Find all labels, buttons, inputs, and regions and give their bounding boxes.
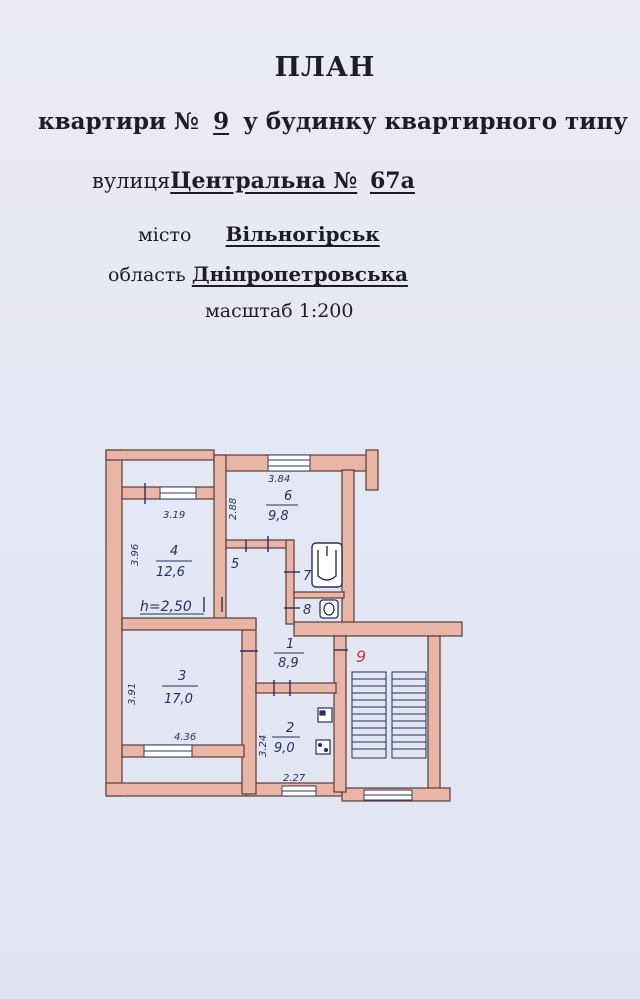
- room-8-number: 8: [303, 603, 311, 618]
- room-3-number: 3: [178, 669, 186, 684]
- room-6-number: 6: [284, 489, 292, 504]
- room3-depth-dim: 3.91: [127, 683, 138, 705]
- apartment-number: 9: [213, 108, 230, 135]
- apartment-prefix: квартири №: [38, 108, 200, 135]
- room-2-number: 2: [286, 721, 294, 736]
- room3-width-dim: 4.36: [174, 732, 196, 743]
- document-title: ПЛАН: [274, 52, 376, 83]
- city-name: Вільногірськ: [225, 222, 380, 246]
- ceiling-height-label: h=2,50: [140, 599, 192, 615]
- room-4-number: 4: [170, 544, 178, 559]
- toilet-icon: [319, 599, 339, 619]
- room-1-number: 1: [286, 637, 294, 652]
- city-line: місто Вільногірськ: [138, 222, 380, 246]
- room-1-area: 8,9: [278, 656, 299, 671]
- region-label: область: [108, 264, 186, 286]
- dimension-labels: 3.84 2.88 3.19 3.96 4.36 3.91 2.27 3.24: [127, 474, 306, 784]
- room6-depth-dim: 2.88: [228, 498, 239, 520]
- street-name: Центральна №: [170, 168, 358, 194]
- room-3-area: 17,0: [164, 692, 193, 707]
- apartment-line: квартири № 9 у будинку квартирного типу: [38, 108, 628, 135]
- staircase: [351, 671, 427, 759]
- room4-width-dim: 3.19: [163, 510, 185, 521]
- scale-text: масштаб 1:200: [205, 300, 354, 322]
- room-labels: 6 9,8 4 12,6 5 7 8 1 8,9 3 17,0 2 9,0 h=…: [140, 489, 312, 756]
- bathtub-icon: [311, 542, 343, 588]
- city-label: місто: [138, 224, 192, 246]
- room-5-number: 5: [231, 557, 239, 572]
- room-7-number: 7: [303, 569, 312, 584]
- room4-depth-dim: 3.96: [130, 544, 141, 566]
- room2-depth-dim: 3.24: [258, 735, 269, 757]
- house-number: 67а: [369, 168, 415, 194]
- apartment-suffix: у будинку квартирного типу: [243, 108, 628, 135]
- apartment-marker: 9: [356, 647, 366, 666]
- room-2-area: 9,0: [274, 741, 295, 756]
- region-name: Дніпропетровська: [191, 262, 408, 286]
- room-6-area: 9,8: [268, 509, 289, 524]
- street-label: вулиця: [92, 169, 171, 193]
- room-4-area: 12,6: [156, 565, 185, 580]
- plan-windows: [143, 454, 413, 801]
- kitchen-fixtures-icon: [315, 707, 333, 755]
- room2-width-dim: 2.27: [283, 773, 306, 784]
- region-line: область Дніпропетровська: [108, 262, 408, 286]
- room6-width-dim: 3.84: [268, 474, 290, 485]
- street-line: вулицяЦентральна № 67а: [92, 168, 415, 194]
- plan-doors: [144, 483, 348, 696]
